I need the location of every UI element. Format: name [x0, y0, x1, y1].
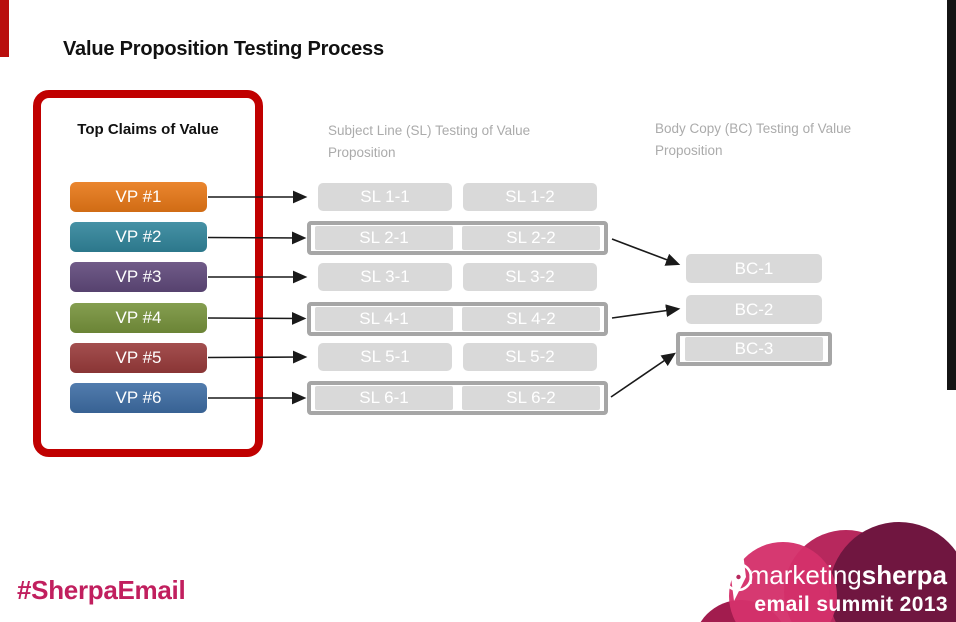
bc-box-1: BC-1 [686, 254, 822, 283]
vp-box-3: VP #3 [70, 262, 207, 292]
sl-column-heading: Subject Line (SL) Testing of Value Propo… [328, 123, 531, 160]
sl-row-2: SL 2-1 SL 2-2 [307, 221, 608, 255]
sl-cell: SL 3-2 [463, 263, 597, 291]
sl-cell: SL 6-2 [462, 386, 600, 410]
vp-box-6: VP #6 [70, 383, 207, 413]
vp-box-5: VP #5 [70, 343, 207, 373]
bc-column-heading: Body Copy (BC) Testing of Value Proposit… [655, 121, 852, 158]
logo-circle-pink [729, 542, 837, 622]
sl-cell: SL 6-1 [315, 386, 453, 410]
sl-cell: SL 2-1 [315, 226, 453, 250]
page-title: Value Proposition Testing Process [63, 38, 384, 60]
sl-cell: SL 4-1 [315, 307, 453, 331]
logo-brand-text: marketingsherpa [748, 560, 948, 590]
claims-panel-heading: Top Claims of Value [77, 121, 219, 138]
sl-row-4: SL 4-1 SL 4-2 [307, 302, 608, 336]
sl-cell: SL 3-1 [318, 263, 452, 291]
top-left-accent-bar [0, 0, 9, 57]
sl-row-1: SL 1-1 SL 1-2 [318, 183, 597, 211]
bc-box-3: BC-3 [685, 337, 823, 361]
claims-panel: Top Claims of Value [33, 90, 263, 457]
sl-cell: SL 5-1 [318, 343, 452, 371]
sl-cell: SL 1-2 [463, 183, 597, 211]
sl-cell: SL 2-2 [462, 226, 600, 250]
sl-cell: SL 1-1 [318, 183, 452, 211]
vp-box-1: VP #1 [70, 182, 207, 212]
compass-icon [723, 553, 753, 601]
bc-box-3-outline: BC-3 [676, 332, 832, 366]
right-edge-bar [947, 0, 956, 390]
sl-cell: SL 5-2 [463, 343, 597, 371]
sl-cell: SL 4-2 [462, 307, 600, 331]
sl-row-5: SL 5-1 SL 5-2 [318, 343, 597, 371]
logo-circle-maroon [829, 522, 956, 622]
bc-box-2: BC-2 [686, 295, 822, 324]
sl-row-6: SL 6-1 SL 6-2 [307, 381, 608, 415]
marketingsherpa-logo: marketingsherpa email summit 2013 [700, 522, 956, 622]
sl-row-3: SL 3-1 SL 3-2 [318, 263, 597, 291]
vp-box-2: VP #2 [70, 222, 207, 252]
hashtag-text: #SherpaEmail [17, 575, 186, 605]
logo-event-text: email summit 2013 [754, 593, 948, 616]
vp-box-4: VP #4 [70, 303, 207, 333]
